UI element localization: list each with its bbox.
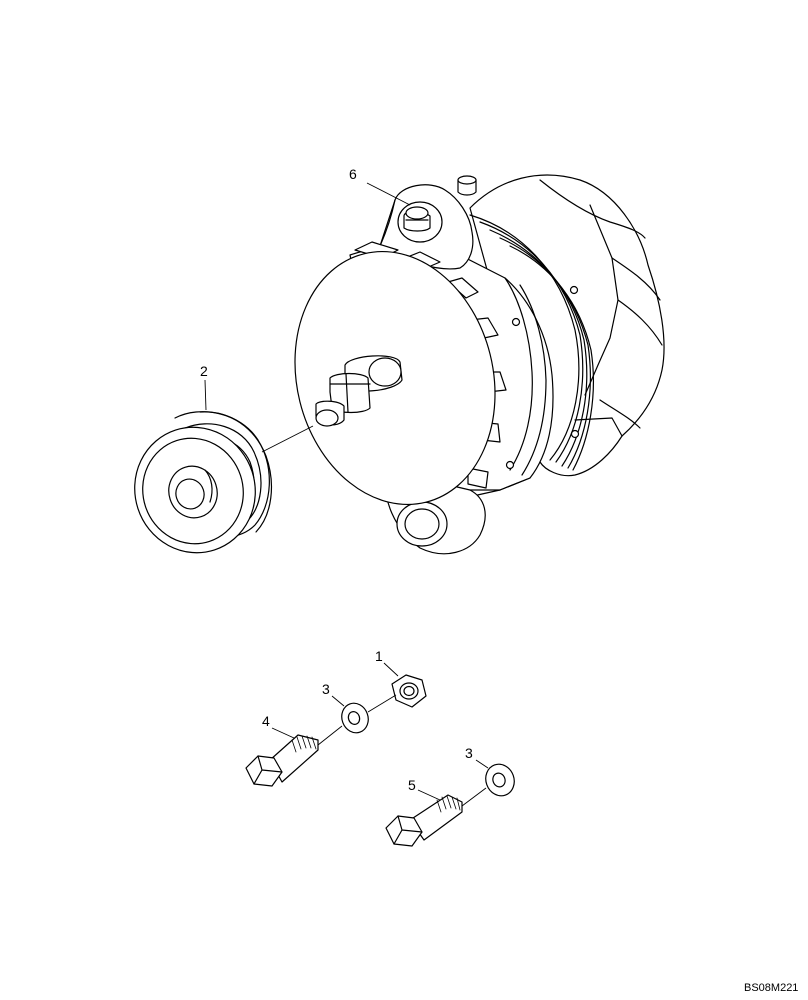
pulley [134,411,273,554]
callout-leaders [204,182,489,801]
drawing-reference: BS08M221 [744,982,798,994]
callout-3-upper: 3 [322,681,330,697]
callout-3-lower: 3 [465,745,473,761]
bolt-long [245,734,319,787]
callout-1: 1 [375,648,383,664]
callout-4: 4 [262,713,270,729]
bolt-short [385,794,463,847]
callout-5: 5 [408,777,416,793]
callout-6: 6 [349,166,357,182]
washer-lower [485,763,515,797]
callout-2: 2 [200,363,208,379]
washer-upper [341,702,369,734]
alternator-shaft [315,355,403,427]
alternator-assembly [294,174,665,555]
nut [391,674,427,708]
